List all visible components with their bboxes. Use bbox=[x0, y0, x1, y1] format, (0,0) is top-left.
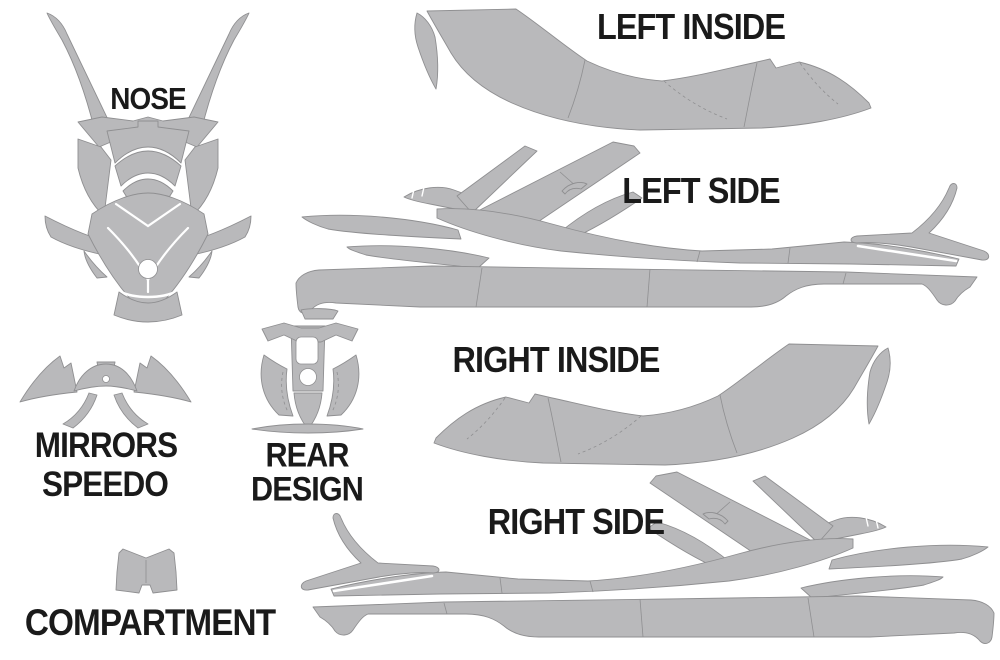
label-nose: NOSE bbox=[110, 81, 186, 116]
rear-design-shape bbox=[251, 308, 364, 434]
compartment-shape bbox=[115, 548, 178, 594]
label-left-side: LEFT SIDE bbox=[622, 170, 780, 211]
left-side-shape bbox=[295, 141, 990, 314]
label-rear: REAR bbox=[265, 436, 349, 475]
label-mirrors: MIRRORS bbox=[34, 426, 178, 465]
label-compartment: COMPARTMENT bbox=[24, 602, 276, 643]
nose-shape bbox=[44, 12, 252, 323]
mirrors-speedo-shape bbox=[19, 355, 192, 429]
label-right-side: RIGHT SIDE bbox=[487, 501, 665, 542]
left-inside-shape bbox=[414, 8, 872, 131]
label-right-inside: RIGHT INSIDE bbox=[452, 339, 660, 380]
label-left-inside: LEFT INSIDE bbox=[596, 6, 786, 47]
label-speedo: SPEEDO bbox=[42, 465, 169, 504]
label-design: DESIGN bbox=[251, 470, 364, 509]
right-side-shape bbox=[300, 470, 996, 645]
